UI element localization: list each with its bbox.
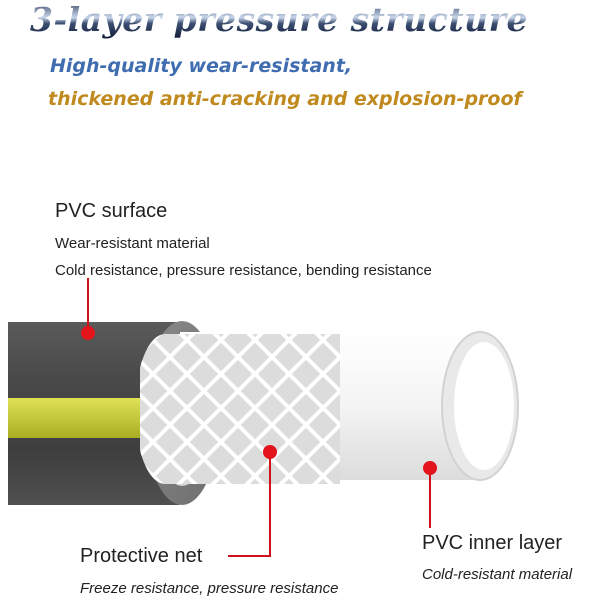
outer-layer-name: PVC surface: [55, 200, 168, 222]
middle-layer-name: Protective net: [80, 545, 203, 567]
subtitle-line-2: thickened anti-cracking and explosion-pr…: [48, 88, 522, 110]
inner-layer-name: PVC inner layer: [422, 532, 563, 554]
outer-layer-desc-2: Cold resistance, pressure resistance, be…: [55, 262, 432, 279]
callout-dot-inner: [423, 461, 437, 475]
yellow-stripe: [8, 398, 158, 438]
middle-layer-desc: Freeze resistance, pressure resistance: [80, 580, 339, 597]
page-title: 3-layer pressure structure: [30, 0, 529, 39]
callout-dot-net: [263, 445, 277, 459]
callout-lines: [81, 278, 437, 557]
protective-net-mesh: [140, 334, 340, 484]
inner-layer-desc: Cold-resistant material: [422, 566, 573, 583]
inner-tube: [140, 331, 519, 486]
callout-dot-outer: [81, 326, 95, 340]
subtitle-line-1: High-quality wear-resistant,: [50, 55, 353, 77]
outer-layer-desc-1: Wear-resistant material: [55, 235, 210, 252]
